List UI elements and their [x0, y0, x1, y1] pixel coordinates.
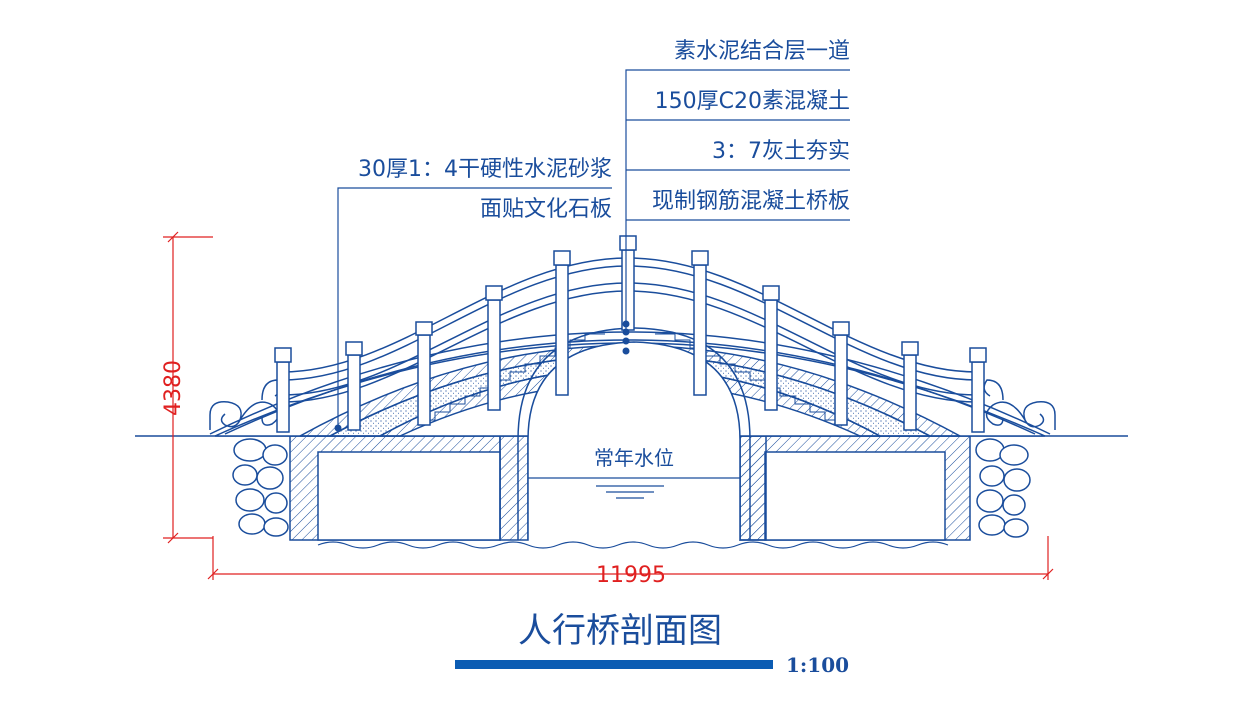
riverbed [317, 541, 949, 549]
height-dimension-label: 4380 [161, 360, 186, 416]
drawing-title: 人行桥剖面图 [518, 611, 722, 651]
title-underline [455, 660, 773, 669]
stair-steps [420, 333, 840, 421]
railing-post [415, 321, 433, 426]
label-c20-concrete: 150厚C20素混凝土 [655, 89, 850, 114]
railing-post [345, 341, 363, 431]
width-dimension-label: 11995 [596, 563, 666, 588]
railing-post [485, 285, 503, 411]
label-lime-soil: 3：7灰土夯实 [712, 139, 850, 164]
height-dimension [163, 231, 213, 544]
label-bridge-slab: 现制钢筋混凝土桥板 [652, 189, 850, 214]
foundation [289, 435, 971, 541]
water-level-label: 常年水位 [594, 446, 674, 470]
railing-posts [274, 235, 987, 433]
stone-abutment-right [975, 438, 1031, 538]
railing-post [619, 235, 637, 331]
railing-post [691, 250, 709, 396]
label-mortar: 30厚1：4干硬性水泥砂浆 [358, 157, 612, 182]
label-stone-facing: 面贴文化石板 [480, 197, 612, 222]
stone-abutment-left [232, 438, 289, 537]
railing-post [553, 250, 571, 396]
railing-post [969, 347, 987, 433]
railing-post [762, 285, 780, 411]
water-level-symbol [528, 477, 740, 499]
width-dimension [207, 536, 1054, 580]
leader-lines [337, 69, 850, 428]
leader-dots [334, 320, 630, 432]
label-cement-bond-layer: 素水泥结合层一道 [674, 39, 850, 64]
railing-post [901, 341, 919, 431]
drawing-scale: 1:100 [786, 653, 849, 677]
railing-post [832, 321, 850, 426]
railing-post [274, 347, 292, 433]
arch-opening [517, 327, 751, 540]
scroll-ornament-right [983, 379, 1056, 430]
